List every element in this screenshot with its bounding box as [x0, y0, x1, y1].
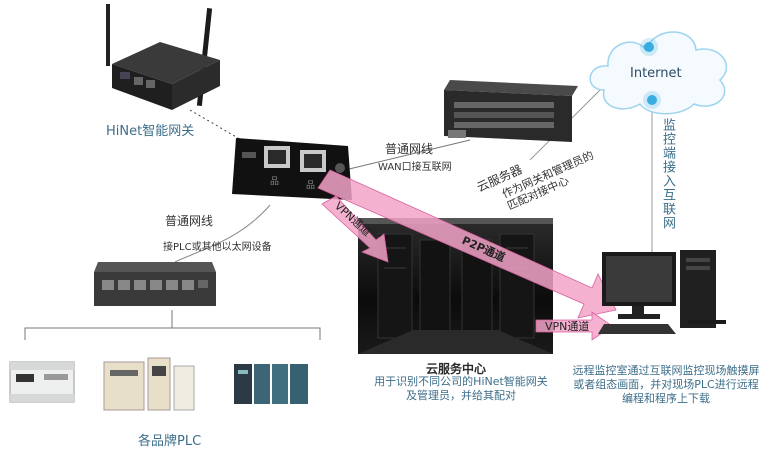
plc-icon	[234, 364, 308, 404]
cloud-center-title: 云服务中心	[426, 362, 487, 376]
lan-label: 接PLC或其他以太网设备	[163, 242, 272, 253]
plc-icon	[9, 361, 75, 403]
svg-text:品: 品	[306, 180, 315, 191]
cable-left-label: 普通网线	[165, 214, 214, 228]
plc-icon	[103, 357, 195, 411]
industrial-pc-icon	[94, 262, 216, 306]
cloud-icon	[589, 31, 727, 115]
remote-desc: 远程监控室通过互联网监控现场触摸屏 或者组态画面，并对现场PLC进行远程 编程和…	[566, 364, 766, 406]
gateway-router-icon	[106, 4, 220, 110]
cable-top-label: 普通网线	[385, 142, 434, 156]
server-rack-icon	[444, 80, 578, 142]
remote-desc-line-2: 或者组态画面，并对现场PLC进行远程	[573, 378, 759, 391]
svg-text:品: 品	[270, 176, 279, 187]
vpn-label-2: VPN通道	[545, 320, 590, 333]
cloud-center-desc-line-1: 用于识别不同公司的HiNet智能网关	[374, 375, 548, 388]
computer-icon	[598, 250, 726, 334]
cloud-center-desc: 用于识别不同公司的HiNet智能网关 及管理员，并给其配对	[372, 375, 550, 403]
remote-desc-line-1: 远程监控室通过互联网监控现场触摸屏	[572, 364, 760, 377]
cloud-center-desc-line-2: 及管理员，并给其配对	[406, 389, 516, 402]
plc-caption: 各品牌PLC	[138, 434, 202, 449]
remote-desc-line-3: 编程和程序上下载	[622, 392, 710, 405]
internet-label: Internet	[630, 66, 682, 81]
gateway-title: HiNet智能网关	[106, 124, 195, 139]
monitor-internet-label: 监控端接入互联网	[660, 118, 675, 230]
wan-label: WAN口接互联网	[378, 162, 452, 173]
